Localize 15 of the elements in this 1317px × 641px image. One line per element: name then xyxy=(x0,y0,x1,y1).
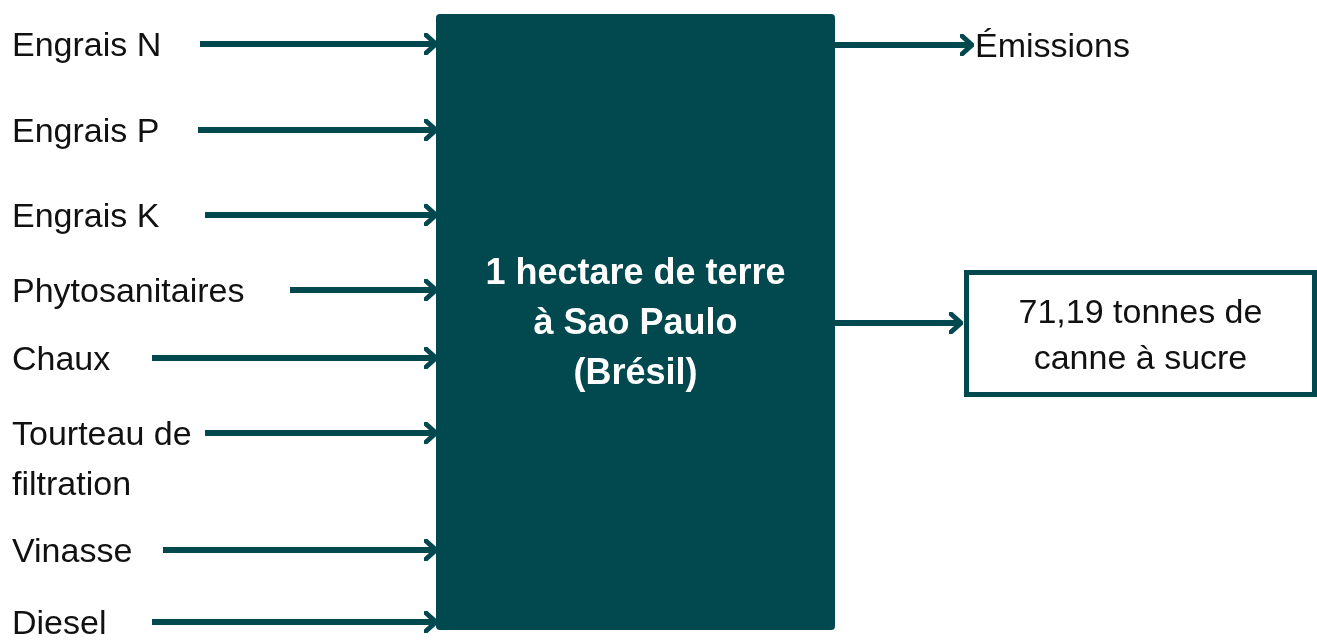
input-label: Tourteau de filtration xyxy=(12,413,193,504)
arrow xyxy=(835,311,964,335)
input-label: Engrais N xyxy=(12,24,163,65)
input-label: Diesel xyxy=(12,602,108,641)
input-label: Vinasse xyxy=(12,530,134,571)
input-label: Phytosanitaires xyxy=(12,270,246,311)
output-box xyxy=(964,270,1317,397)
input-label: Chaux xyxy=(12,338,112,379)
process-box xyxy=(436,14,835,630)
input-label: Engrais K xyxy=(12,195,161,236)
input-label: Émissions xyxy=(975,25,1131,66)
box-label: 71,19 tonnes de canne à sucre xyxy=(1017,290,1264,378)
arrow xyxy=(835,33,975,57)
box-label: 1 hectare de terre à Sao Paulo (Brésil) xyxy=(484,250,787,394)
input-label: Engrais P xyxy=(12,110,161,151)
